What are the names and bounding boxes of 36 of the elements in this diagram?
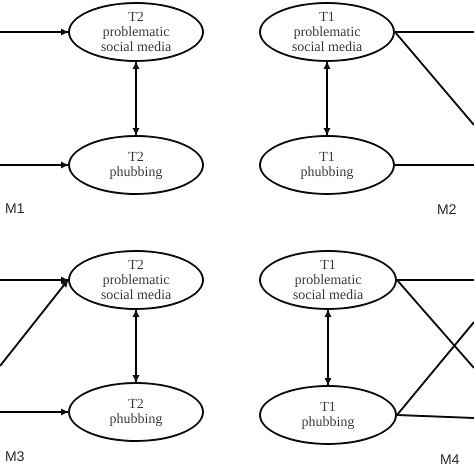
connector-line — [397, 279, 474, 281]
time-label: T2 — [127, 150, 145, 165]
arrow — [0, 276, 68, 284]
time-label: T1 — [318, 150, 336, 165]
arrow — [132, 310, 140, 382]
variable-label: problematic social media — [100, 272, 172, 302]
model-label: M4 — [440, 451, 460, 467]
time-label: T1 — [319, 400, 337, 415]
arrow — [0, 279, 69, 367]
connector-line — [396, 414, 474, 419]
arrow — [0, 162, 68, 168]
variable-label: phubbing — [300, 415, 356, 430]
variable-label: phubbing — [108, 165, 164, 180]
variable-label: phubbing — [108, 412, 164, 427]
arrow — [0, 28, 68, 36]
variable-label: problematic social media — [100, 24, 172, 54]
model-label: M1 — [5, 200, 24, 216]
connector-line — [395, 31, 474, 33]
connector-line — [396, 321, 474, 416]
arrow — [0, 408, 68, 416]
variable-label: problematic social media — [290, 24, 364, 54]
variable-label: problematic social media — [292, 272, 364, 302]
time-label: T1 — [318, 10, 336, 24]
connector-line — [395, 164, 474, 166]
variable-label: phubbing — [300, 165, 354, 180]
connector-line — [396, 279, 474, 369]
time-label: T2 — [127, 397, 145, 412]
arrow — [132, 62, 140, 135]
time-label: T2 — [127, 258, 145, 272]
model-label: M3 — [5, 448, 24, 464]
arrow — [324, 310, 332, 385]
model-label: M2 — [437, 201, 456, 217]
arrow — [324, 62, 330, 135]
time-label: T2 — [127, 10, 145, 24]
time-label: T1 — [319, 258, 337, 272]
connector-line — [394, 31, 474, 126]
